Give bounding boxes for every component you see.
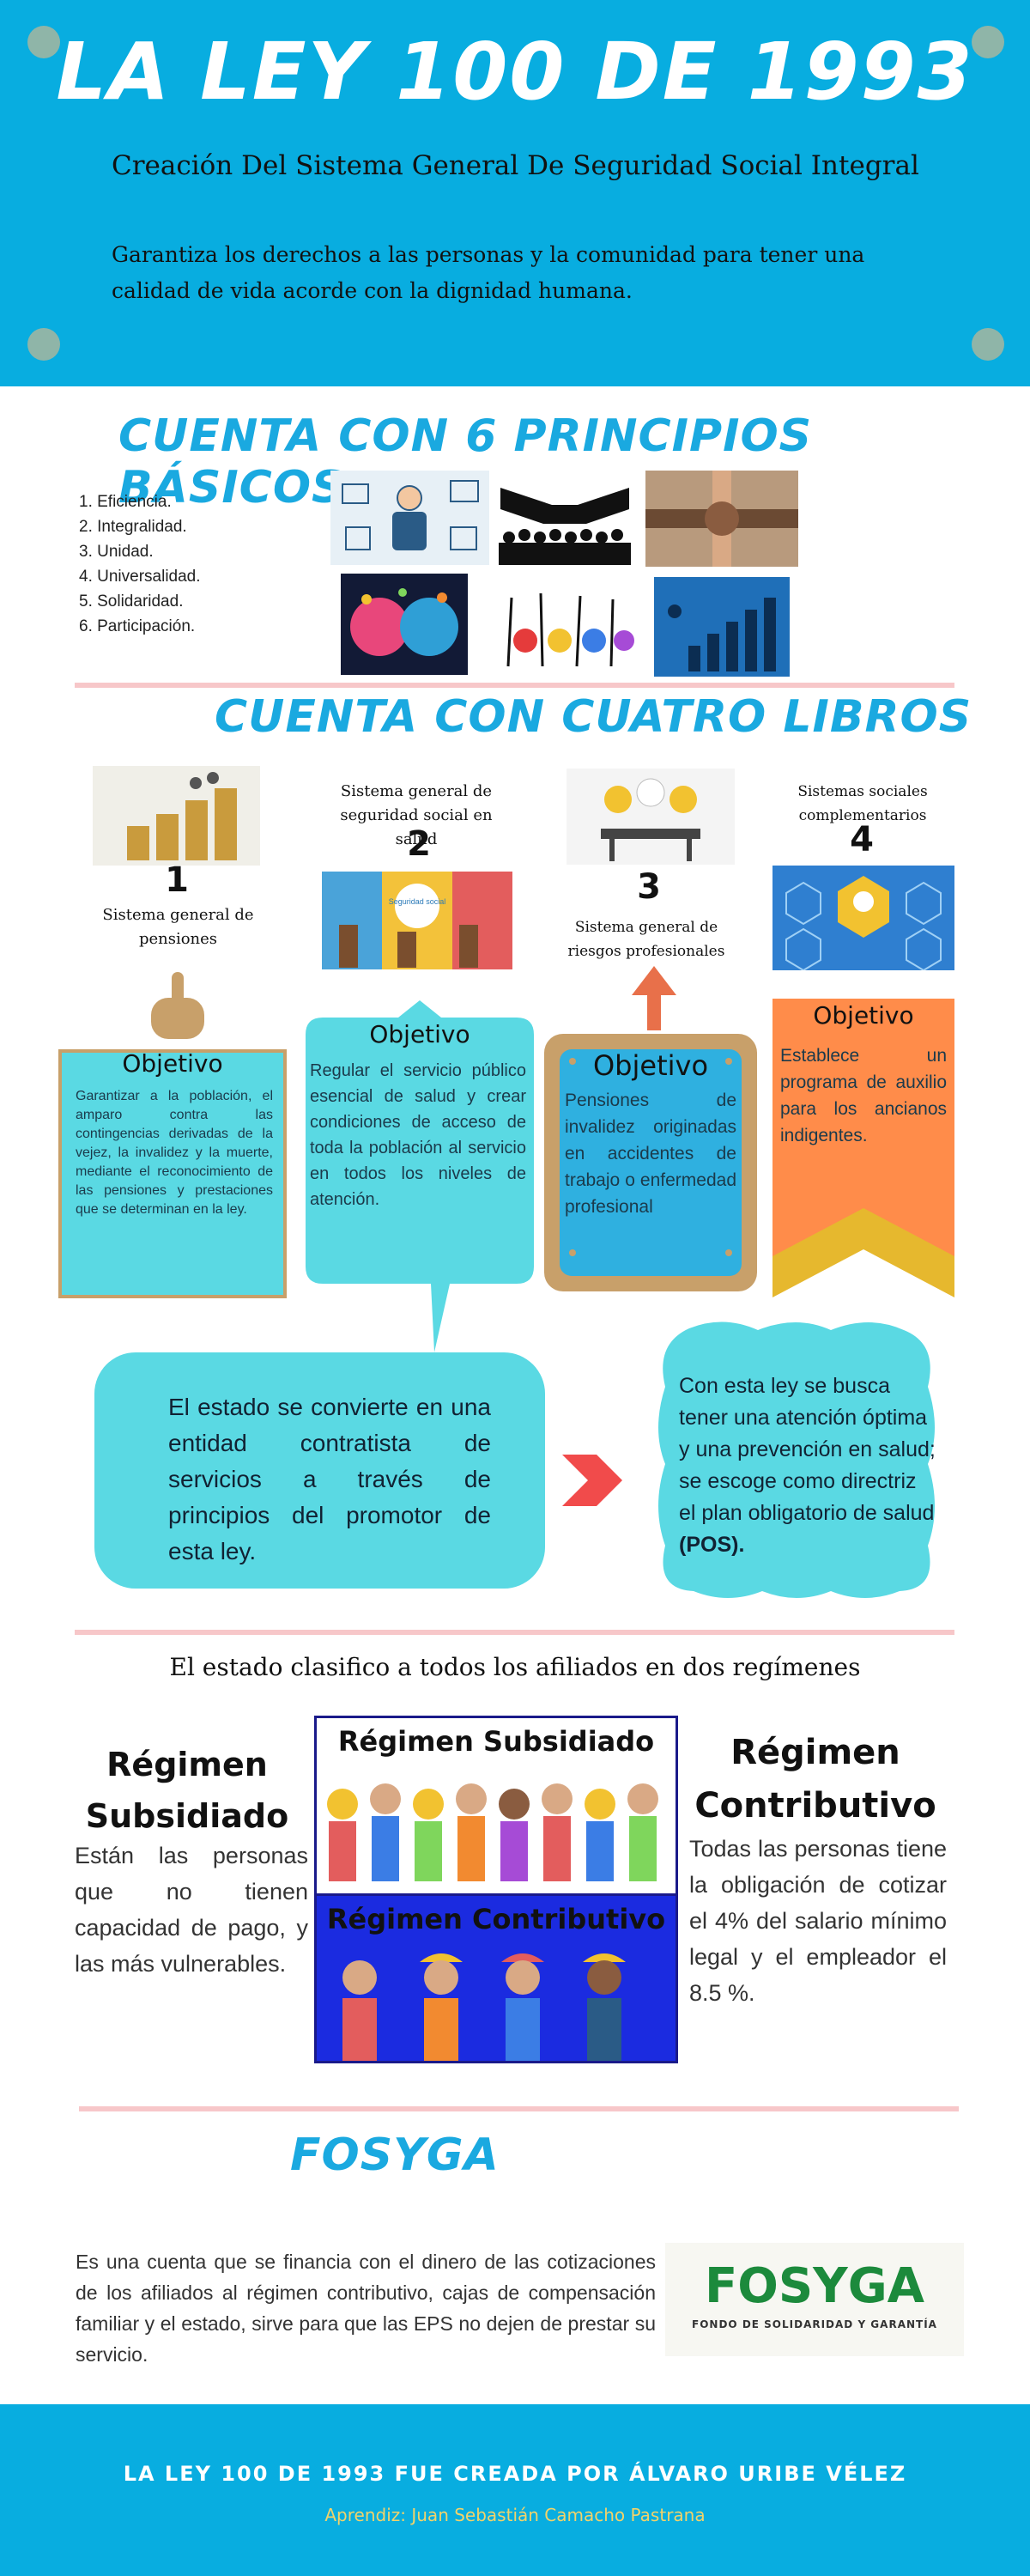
workers-meeting-icon (601, 778, 700, 861)
social-systems-illustration (772, 866, 954, 970)
handshake-icon (499, 488, 631, 565)
list-item: 1. Eficiencia. (79, 493, 172, 511)
list-item: 5. Solidaridad. (79, 592, 184, 611)
list-item: 6. Participación. (79, 617, 196, 635)
book-number: 2 (407, 824, 431, 864)
workers-group-icon (342, 1953, 626, 2061)
statement-right-main: Con esta ley se busca tener una atención… (679, 1374, 936, 1525)
page-subtitle: Creación Del Sistema General De Segurida… (112, 150, 919, 181)
logo-subtext: FONDO DE SOLIDARIDAD Y GARANTÍA (692, 2318, 937, 2330)
footer-banner (0, 2404, 1030, 2576)
objective-text: Regular el servicio público esencial de … (310, 1061, 526, 1209)
contributivo-title: Régimen Contributivo (694, 1733, 936, 1826)
hands-unity-photo (645, 471, 798, 567)
intro-text: Garantiza los derechos a las personas y … (112, 242, 865, 303)
risks-illustration (566, 769, 735, 865)
wavy-bubble-shape (658, 1321, 935, 1598)
health-system-illustration: Seguridad social (322, 872, 512, 969)
footer-author: LA LEY 100 DE 1993 FUE CREADA POR ÁLVARO… (123, 2462, 907, 2486)
contributivo-image: Régimen Contributivo (314, 1893, 678, 2063)
universality-illustration (341, 574, 468, 675)
image-caption: Régimen Contributivo (326, 1903, 666, 1935)
handshake-illustration (492, 471, 638, 565)
arrow-up-icon (632, 966, 676, 1030)
people-icon: Seguridad social (322, 872, 512, 969)
pensions-photo (93, 766, 260, 866)
image-caption: Seguridad social (389, 897, 446, 906)
book-number: 1 (165, 860, 189, 900)
fosyga-logo: FOSYGA FONDO DE SOLIDARIDAD Y GARANTÍA (665, 2243, 964, 2356)
hands-raised-icon (506, 592, 634, 667)
decorative-dot (725, 1249, 732, 1256)
subsidiado-text: Están las personas que no tienen capacid… (75, 1843, 308, 1977)
objective-text: Garantizar a la población, el amparo con… (76, 1089, 273, 1217)
page-title: LA LEY 100 DE 1993 (56, 26, 974, 118)
efficiency-illustration (330, 471, 489, 565)
section-divider (75, 683, 954, 688)
statement-bubble (94, 1352, 545, 1589)
fosyga-title: FOSYGA (290, 2129, 500, 2181)
chevron-right-icon (562, 1455, 622, 1506)
hexagon-icons (785, 876, 942, 970)
fosyga-text: Es una cuenta que se financia con el din… (76, 2251, 656, 2366)
principles-title: CUENTA CON 6 PRINCIPIOS BÁSICOS (118, 410, 813, 513)
header-banner (0, 0, 1030, 386)
pointing-hand-icon (151, 972, 204, 1039)
decorative-dot (569, 1249, 576, 1256)
objective-text: Pensiones de invalidez originadas en acc… (565, 1091, 736, 1217)
book-label: Sistema general de seguridad social en s… (340, 782, 493, 848)
book-number: 3 (637, 867, 661, 907)
list-item: 4. Universalidad. (79, 568, 201, 586)
people-group-icon (327, 1783, 658, 1881)
decorative-dot (725, 1058, 732, 1065)
solidarity-illustration (491, 580, 639, 675)
objective-box (560, 1049, 742, 1276)
hands-icon (645, 471, 798, 567)
objective-title: Objetivo (592, 1049, 709, 1082)
objective-box (58, 1049, 287, 1298)
subsidiado-image: Régimen Subsidiado (314, 1716, 678, 1896)
subsidiado-title: Régimen Subsidiado (85, 1746, 289, 1835)
list-item: 2. Integralidad. (79, 518, 187, 536)
book-label: Sistema general de pensiones (102, 906, 254, 948)
decorative-dot (27, 328, 60, 361)
worker-icon (342, 480, 479, 550)
objective-text: Establece un programa de auxilio para lo… (780, 1046, 947, 1145)
decorative-dot (972, 26, 1004, 58)
decorative-dot (27, 26, 60, 58)
books-title: CUENTA CON CUATRO LIBROS (215, 691, 972, 743)
image-caption: Régimen Subsidiado (337, 1725, 655, 1758)
ribbon-banner-shape (772, 999, 954, 1297)
decorative-dot (569, 1058, 576, 1065)
speech-bubble-shape (306, 1000, 534, 1352)
book-label: Sistemas sociales complementarios (797, 783, 928, 824)
statement-left-text: El estado se convierte en una entidad co… (168, 1394, 491, 1564)
section-divider (75, 1630, 954, 1635)
list-item: 3. Unidad. (79, 543, 154, 561)
contributivo-text: Todas las personas tiene la obligación d… (689, 1836, 947, 2006)
principles-list: 1. Eficiencia. 2. Integralidad. 3. Unida… (79, 489, 201, 639)
book-label: Sistema general de riesgos profesionales (567, 919, 725, 960)
growth-chart-icon (668, 598, 776, 671)
logo-text: FOSYGA (704, 2258, 925, 2314)
objective-title: Objetivo (122, 1049, 223, 1078)
regimes-intro: El estado clasifico a todos los afiliado… (169, 1653, 861, 1681)
book-number: 4 (850, 820, 874, 860)
decorative-dot (972, 328, 1004, 361)
heads-icon (350, 588, 458, 656)
objective-title: Objetivo (813, 1001, 914, 1030)
pos-acronym: (POS). (679, 1533, 745, 1557)
section-divider (79, 2106, 959, 2111)
coins-icon (127, 772, 237, 860)
footer-apprentice: Aprendiz: Juan Sebastián Camacho Pastran… (324, 2505, 706, 2525)
objective-title: Objetivo (369, 1020, 470, 1048)
statement-right-text: Con esta ley se busca tener una atención… (679, 1370, 936, 1561)
participation-illustration (654, 577, 790, 677)
